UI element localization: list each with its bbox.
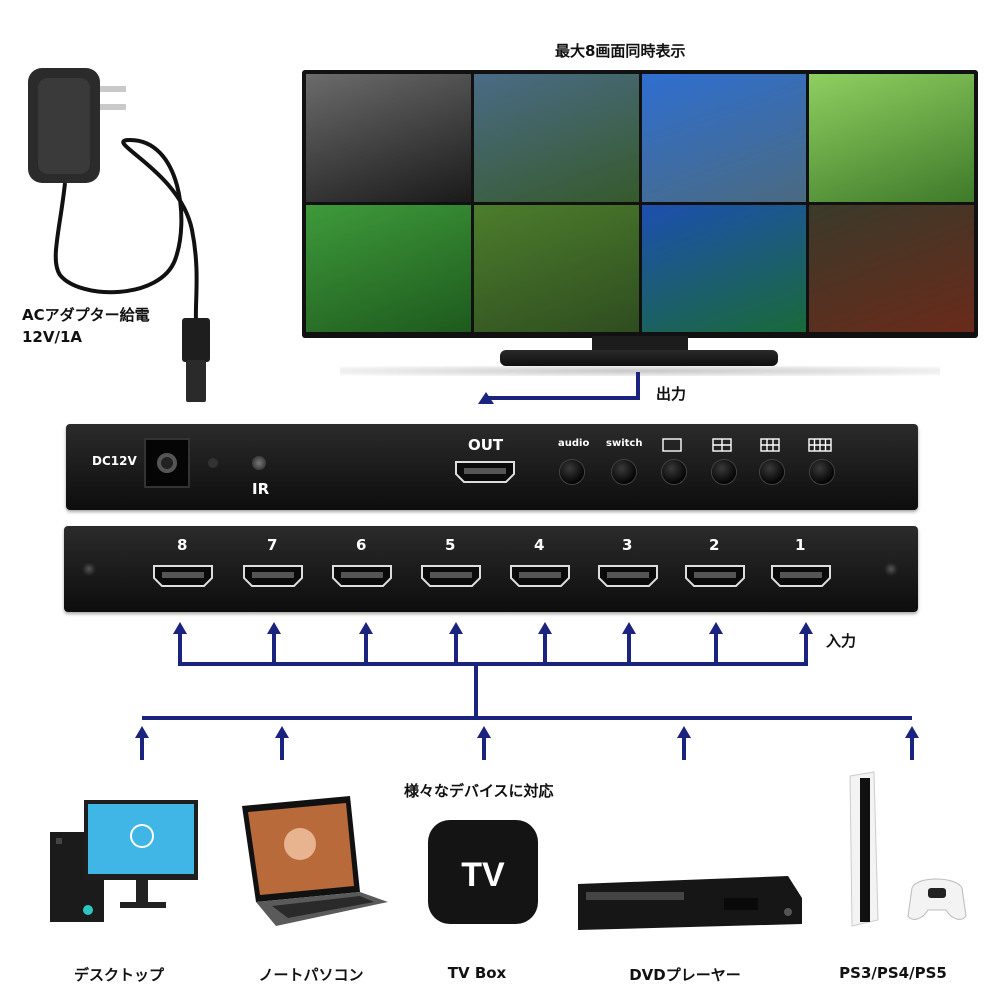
hdmi-input-port-5[interactable] [420, 564, 482, 588]
monitor [302, 70, 978, 338]
output-label: 出力 [656, 385, 687, 403]
adapter-label-line1: ACアダプター給電 [22, 306, 150, 324]
input-arrow-3-head [622, 622, 636, 634]
monitor-neck [592, 336, 688, 354]
hdmi-out-port[interactable] [454, 460, 516, 484]
single-view-icon [662, 438, 682, 452]
device-arrow-1-head [135, 726, 149, 738]
screen-tile-strawberry-in-water [306, 74, 471, 202]
device-arrow-2-head [275, 726, 289, 738]
input-arrow-4-head [538, 622, 552, 634]
port-label-6: 6 [356, 536, 367, 554]
eight-view-button[interactable] [810, 460, 834, 484]
hdmi-input-port-7[interactable] [242, 564, 304, 588]
output-arrow [478, 392, 494, 404]
monitor-shadow [340, 366, 940, 376]
port-label-5: 5 [445, 536, 456, 554]
output-line [484, 372, 640, 404]
six-view-button[interactable] [760, 460, 784, 484]
device-arrow-5-head [905, 726, 919, 738]
device-name-desktop: デスクトップ [73, 966, 164, 984]
input-arrow-2-head [709, 622, 723, 634]
dc12v-label: DC12V [92, 454, 137, 468]
rear-panel: 8 7 6 5 4 3 2 1 [64, 526, 918, 612]
input-arrow-5-head [449, 622, 463, 634]
switch-label: switch [606, 438, 643, 449]
hdmi-input-port-8[interactable] [152, 564, 214, 588]
port-label-4: 4 [534, 536, 545, 554]
monitor-stand [500, 350, 778, 366]
input-arrow-7-head [267, 622, 281, 634]
audio-label: audio [558, 438, 590, 449]
game-console-icon [849, 771, 967, 927]
screen-tile-green-frog [641, 204, 807, 332]
device-name-tv-box: TV Box [447, 964, 507, 982]
screen-tile-waterfall-forest [473, 74, 639, 202]
device-arrow-4-head [677, 726, 691, 738]
port-label-2: 2 [709, 536, 720, 554]
screen-grid [306, 74, 974, 332]
port-label-8: 8 [177, 536, 188, 554]
adapter-label: ACアダプター給電 12V/1A [22, 304, 150, 348]
input-arrow-1-head [799, 622, 813, 634]
hdmi-input-port-1[interactable] [770, 564, 832, 588]
hdmi-input-port-3[interactable] [597, 564, 659, 588]
single-view-button[interactable] [662, 460, 686, 484]
device-name-dvd: DVDプレーヤー [629, 966, 741, 984]
switch-button[interactable] [612, 460, 636, 484]
quad-view-icon [712, 438, 732, 452]
dvd-player-icon [578, 876, 802, 930]
screw-right [884, 562, 898, 576]
device-name-console: PS3/PS4/PS5 [839, 964, 947, 982]
screen-tile-vegetables [809, 204, 974, 332]
screen-tile-panda-in-tree [473, 204, 639, 332]
ac-adapter-icon [28, 68, 210, 402]
adapter-label-line2: 12V/1A [22, 328, 83, 346]
input-label: 入力 [826, 632, 857, 650]
desktop-pc-icon [50, 800, 198, 922]
screen-tile-lotus-leaf [306, 204, 471, 332]
out-label: OUT [468, 436, 504, 454]
ir-label: IR [252, 480, 270, 498]
laptop-icon [242, 796, 388, 926]
port-label-1: 1 [795, 536, 806, 554]
svg-text:TV: TV [461, 856, 505, 894]
six-view-icon [760, 438, 780, 452]
screen-tile-snowy-mountain-lake [641, 74, 807, 202]
quad-view-button[interactable] [712, 460, 736, 484]
hdmi-input-port-2[interactable] [684, 564, 746, 588]
port-label-3: 3 [622, 536, 633, 554]
device-name-laptop: ノートパソコン [258, 966, 364, 984]
ir-sensor [252, 456, 266, 470]
power-jack[interactable] [144, 438, 190, 488]
screw-left [82, 562, 96, 576]
screen-tile-green-drink-and-peas [809, 74, 974, 202]
port-label-7: 7 [267, 536, 278, 554]
hdmi-input-port-6[interactable] [331, 564, 393, 588]
input-arrow-8-head [173, 622, 187, 634]
tv-box-icon: TV [428, 820, 538, 924]
eight-view-icon [808, 438, 832, 452]
devices-title: 様々なデバイスに対応 [404, 782, 554, 800]
device-arrow-3-head [477, 726, 491, 738]
audio-button[interactable] [560, 460, 584, 484]
front-panel: DC12V IR OUT audio switch [66, 424, 918, 510]
power-led [208, 458, 218, 468]
hdmi-input-port-4[interactable] [509, 564, 571, 588]
multiview-title: 最大8画面同時表示 [555, 42, 686, 60]
input-arrow-6-head [359, 622, 373, 634]
